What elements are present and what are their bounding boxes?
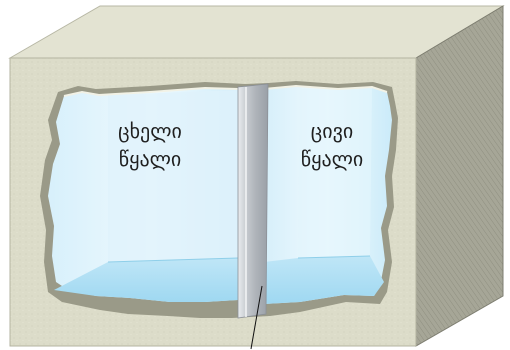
cutaway-highlight: [63, 86, 239, 97]
cutaway-highlight-right: [263, 84, 388, 93]
left-floor-edge: [107, 257, 239, 263]
left-chamber-back-panel: [108, 90, 238, 262]
left-label-line1: ცხელი: [118, 119, 182, 143]
left-label-line2: წყალი: [119, 147, 182, 171]
right-label-line2: წყალი: [301, 147, 364, 171]
right-chamber-floor: [264, 256, 384, 304]
right-floor-edge: [297, 255, 371, 259]
partition-wall: [237, 83, 269, 319]
box-side-face: [415, 5, 504, 347]
right-chamber-back-panel: [298, 88, 372, 258]
left-chamber-floor: [54, 258, 238, 302]
partition-pointer-line: [250, 285, 263, 350]
right-label-line1: ცივი: [311, 119, 353, 143]
